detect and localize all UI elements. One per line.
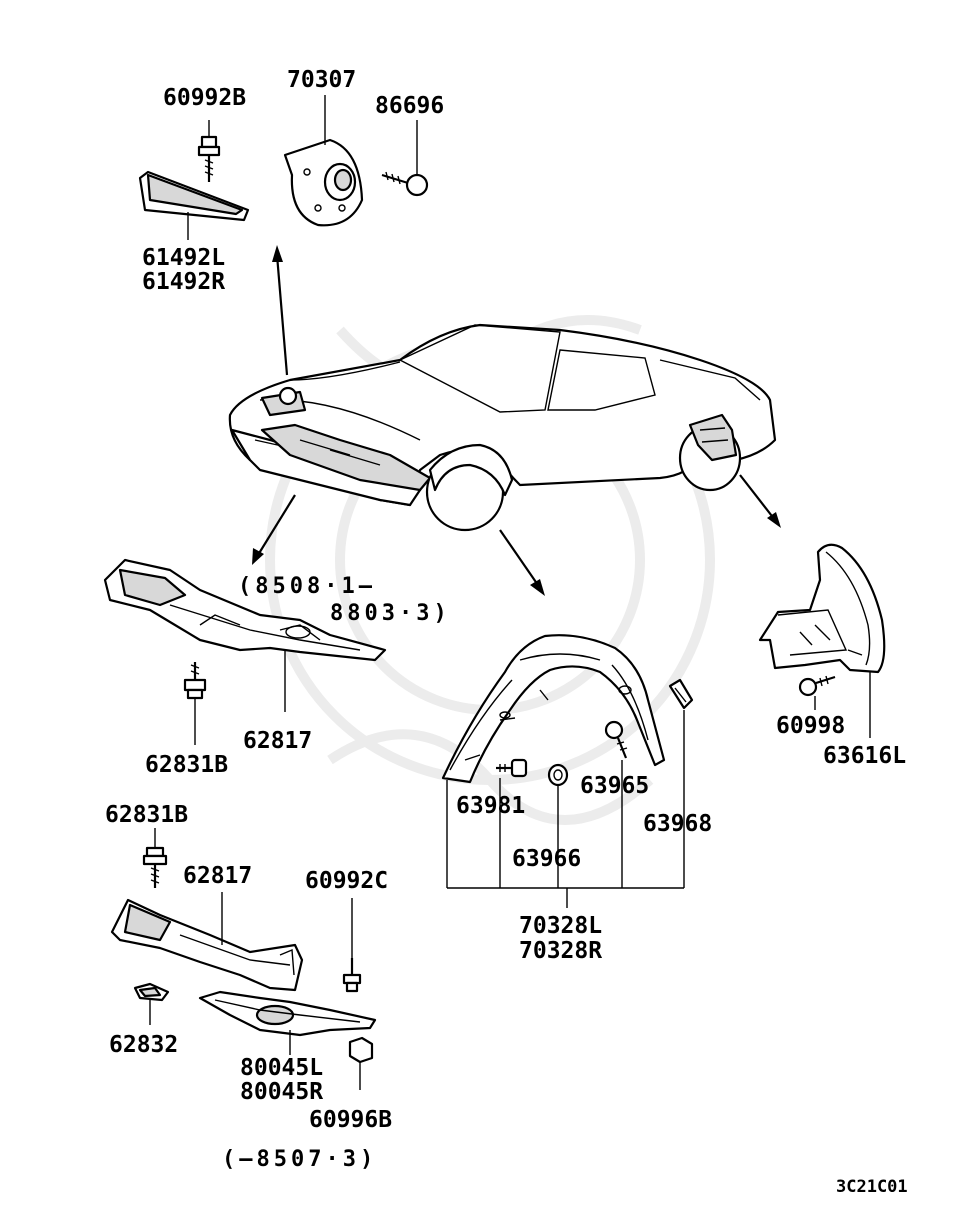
bolt-62831B-top-icon	[183, 662, 207, 745]
nut-63966-icon	[547, 763, 569, 888]
label-70328L: 70328L	[519, 913, 602, 939]
label-80045R: 80045R	[240, 1079, 323, 1105]
clip-62832-icon	[133, 982, 170, 1025]
clip-63968-icon	[668, 678, 694, 888]
label-60996B: 60996B	[309, 1107, 392, 1133]
clip-60996B-icon	[348, 1036, 374, 1090]
label-62831B-top: 62831B	[145, 752, 228, 778]
under-cover-62817-top-icon	[103, 558, 387, 712]
part-labels: 60992B 70307 86696 61492L 61492R (8508·1…	[105, 67, 908, 1197]
label-61492L: 61492L	[142, 245, 225, 271]
label-70307: 70307	[287, 67, 356, 93]
label-date-range-2: (–8507·3)	[222, 1147, 377, 1172]
screw-60998-icon	[798, 675, 836, 710]
car-body-illustration	[228, 323, 777, 532]
label-63616L: 63616L	[823, 743, 906, 769]
liner-callout-bracket	[446, 780, 684, 908]
label-70328R: 70328R	[519, 938, 602, 964]
bolt-62831B-bottom-icon	[142, 828, 168, 888]
diagram-code: 3C21C01	[836, 1177, 908, 1197]
label-62817-bottom: 62817	[183, 863, 252, 889]
label-63968: 63968	[643, 811, 712, 837]
screw-86696-icon	[381, 120, 429, 197]
cover-70307-icon	[283, 95, 364, 227]
fender-liner-70328-icon	[441, 634, 666, 784]
label-63966: 63966	[512, 846, 581, 872]
bracket-61492-icon	[138, 170, 250, 240]
label-60992C: 60992C	[305, 868, 388, 894]
screw-63981-icon	[496, 758, 528, 888]
label-86696: 86696	[375, 93, 444, 119]
label-80045L: 80045L	[240, 1055, 323, 1081]
label-63981: 63981	[456, 793, 525, 819]
label-60998: 60998	[776, 713, 845, 739]
label-62832: 62832	[109, 1032, 178, 1058]
screw-63965-icon	[604, 720, 628, 888]
label-61492R: 61492R	[142, 269, 225, 295]
label-date-range-1-end: 8803·3)	[330, 601, 451, 626]
label-60992B: 60992B	[163, 85, 246, 111]
rear-liner-63616L-icon	[758, 543, 886, 738]
label-63965: 63965	[580, 773, 649, 799]
label-62831B-bottom: 62831B	[105, 802, 188, 828]
pointer-arrows	[252, 245, 781, 596]
bolt-60992B-icon	[197, 120, 221, 182]
bolt-60992C-icon	[342, 898, 362, 993]
cover-80045-icon	[198, 990, 377, 1055]
label-date-range-1-start: (8508·1–	[238, 574, 376, 599]
label-62817-top: 62817	[243, 728, 312, 754]
under-cover-62817-bottom-icon	[110, 892, 304, 992]
